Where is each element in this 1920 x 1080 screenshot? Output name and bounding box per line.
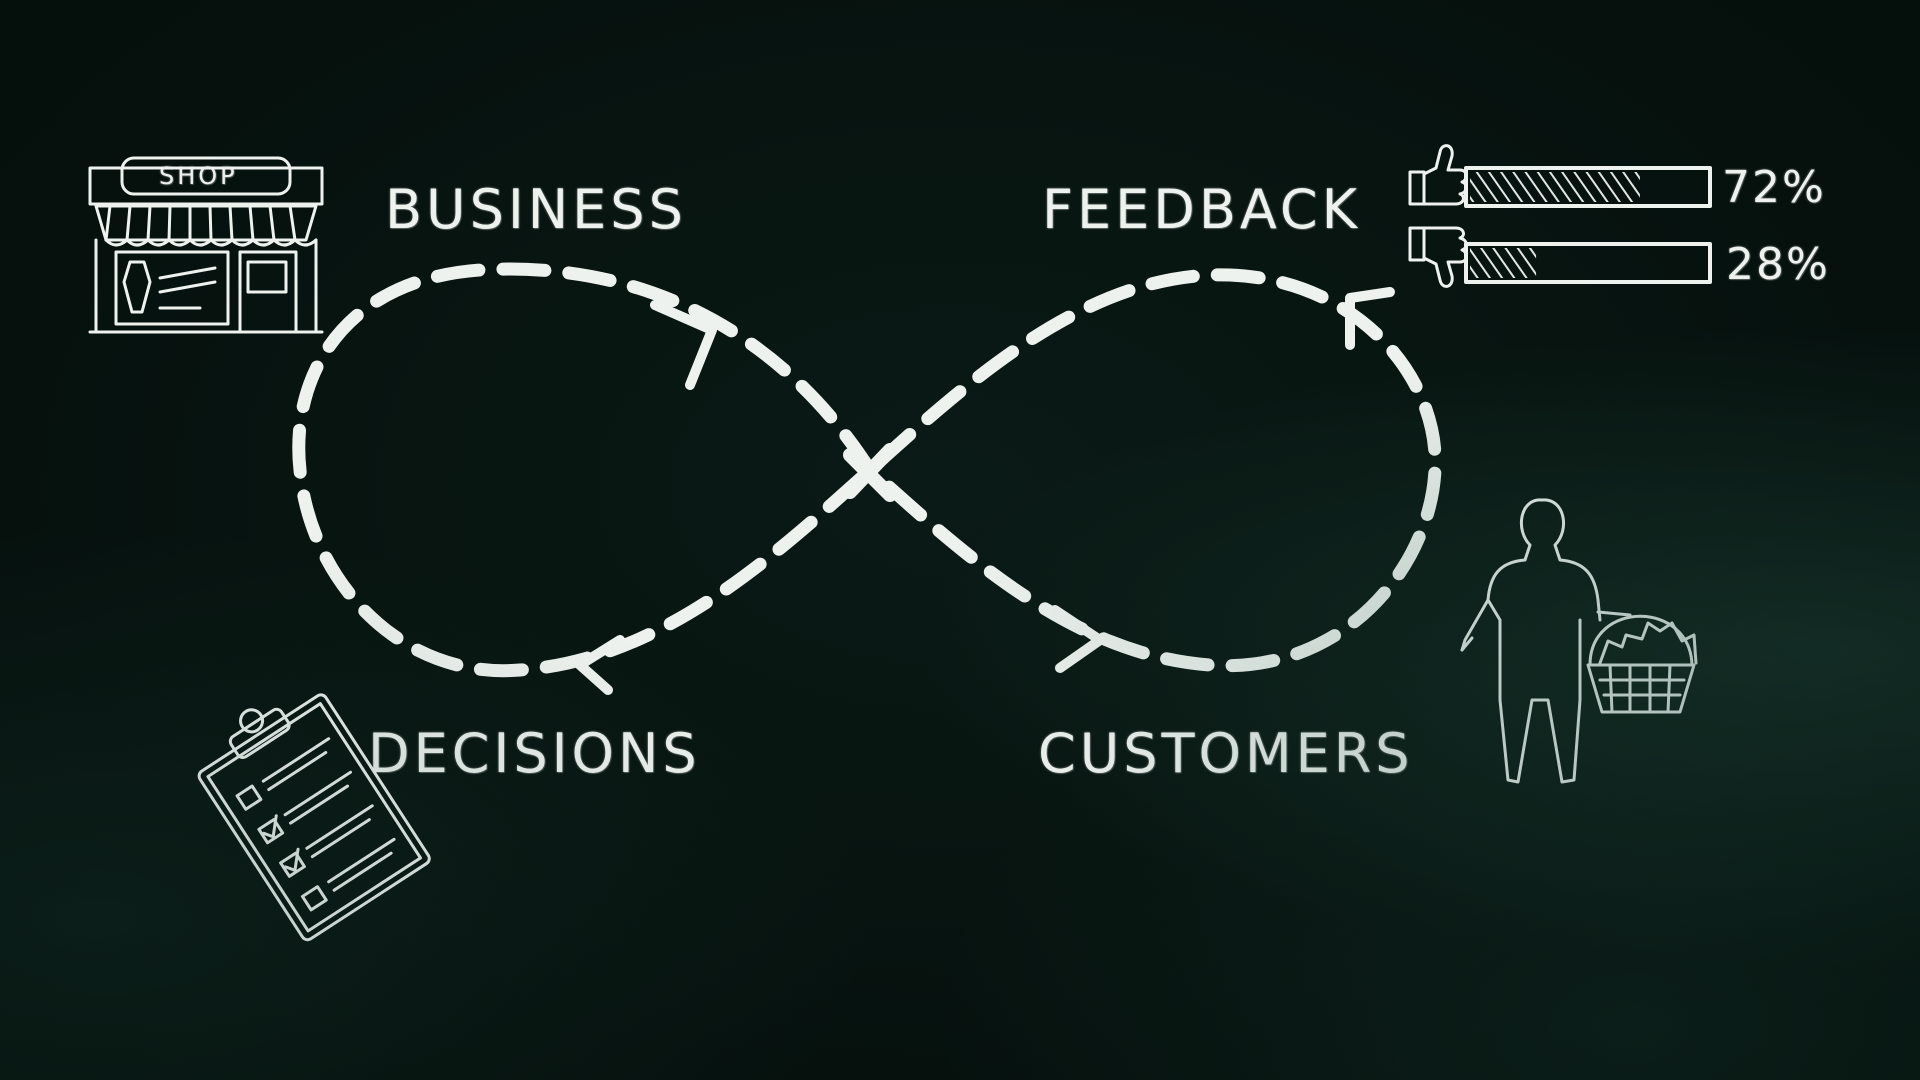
label-business: BUSINESS: [385, 178, 687, 241]
bar-track-positive: [1464, 166, 1712, 208]
feedback-bars: [1464, 166, 1712, 284]
bar-fill-negative: [1470, 248, 1537, 278]
bar-label-positive: 72%: [1722, 162, 1826, 213]
bar-fill-positive: [1470, 172, 1640, 202]
shopping-basket-icon: [1586, 614, 1698, 714]
crossing-mark: [843, 443, 897, 502]
arrow-top-right: [1345, 287, 1395, 350]
customer-icon: [1460, 498, 1632, 784]
label-decisions: DECISIONS: [368, 722, 701, 785]
arrow-top-left: [650, 300, 717, 390]
bar-track-negative: [1464, 242, 1712, 284]
infinity-loop: [292, 262, 1442, 678]
thumbs-down-icon: [1408, 226, 1468, 288]
label-feedback: FEEDBACK: [1042, 178, 1362, 241]
shop-sign-text: SHOP: [159, 162, 238, 190]
shop-icon: [88, 156, 324, 334]
bar-label-negative: 28%: [1726, 239, 1830, 290]
clipboard-icon: [197, 693, 431, 942]
arrow-bottom-left: [575, 635, 625, 695]
arrow-bottom-right: [1050, 605, 1105, 673]
thumbs-up-icon: [1408, 144, 1468, 206]
label-customers: CUSTOMERS: [1038, 722, 1414, 785]
